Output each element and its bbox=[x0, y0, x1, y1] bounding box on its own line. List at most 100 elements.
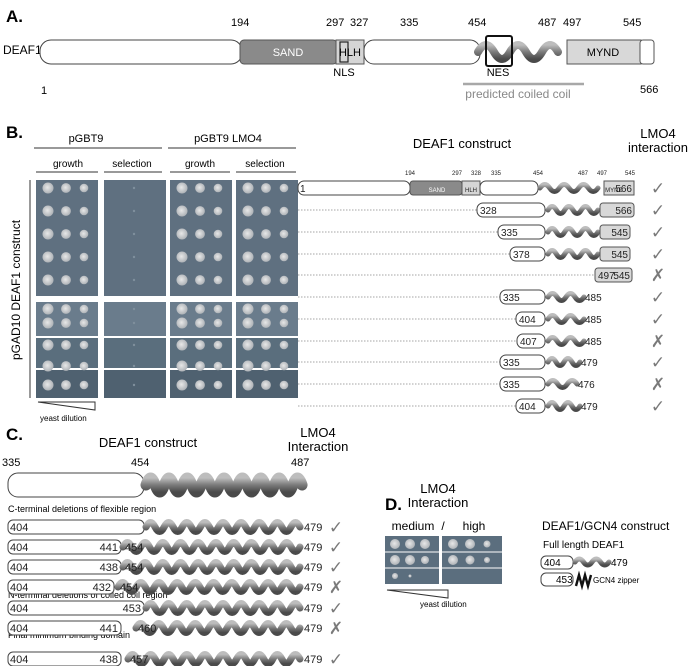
mini-tick: 454 bbox=[533, 171, 544, 177]
c-section-2: N-terminal deletions of coiled coil regi… bbox=[8, 590, 168, 600]
construct-coil bbox=[545, 400, 583, 412]
interaction-title-b-1: LMO4 bbox=[640, 126, 675, 141]
yeast-colony bbox=[279, 380, 289, 390]
level-medium: medium bbox=[392, 519, 435, 533]
mini-tick: 328 bbox=[471, 171, 482, 177]
pos-487: 487 bbox=[538, 17, 556, 29]
pos-327: 327 bbox=[350, 17, 368, 29]
c-start: 404 bbox=[10, 654, 28, 666]
yeast-colony bbox=[176, 317, 188, 329]
d-row2-end: 479 bbox=[611, 558, 628, 569]
sand-label: SAND bbox=[273, 47, 304, 59]
mini-hlh-label: HLH bbox=[465, 188, 477, 194]
construct-flex bbox=[499, 354, 546, 370]
construct-mynd bbox=[599, 246, 631, 262]
yeast-colony bbox=[213, 380, 223, 390]
c-pos-487: 487 bbox=[291, 457, 309, 469]
yeast-colony bbox=[42, 205, 54, 217]
c-terminus bbox=[639, 39, 655, 65]
yeast-colony bbox=[261, 361, 271, 371]
c-start: 404 bbox=[10, 623, 28, 635]
yeast-colony bbox=[213, 252, 223, 262]
yeast-colony bbox=[195, 183, 205, 193]
c-end: 479 bbox=[304, 603, 322, 615]
construct-end: 476 bbox=[578, 380, 595, 391]
construct-start: 404 bbox=[519, 402, 536, 413]
yeast-colony bbox=[79, 229, 89, 239]
c-flex bbox=[7, 620, 122, 636]
plate-block bbox=[104, 302, 166, 336]
yeast-colony bbox=[195, 340, 205, 350]
c-end: 479 bbox=[304, 542, 322, 554]
yeast-colony bbox=[42, 339, 54, 351]
interaction-title-b-2: interaction bbox=[628, 140, 688, 155]
col-selection-1: selection bbox=[112, 159, 151, 170]
yeast-colony bbox=[213, 229, 223, 239]
c-start: 404 bbox=[10, 603, 28, 615]
yeast-colony bbox=[483, 540, 491, 548]
gcn4-label: GCN4 zipper bbox=[593, 576, 640, 585]
yeast-colony bbox=[213, 183, 223, 193]
d-row3-flex bbox=[540, 572, 574, 587]
yeast-colony bbox=[61, 252, 71, 262]
c-interaction-result: ✓ bbox=[329, 518, 343, 537]
construct-start: 1 bbox=[300, 184, 306, 195]
panel-b: B. pGBT9 pGBT9 LMO4 growth selection gro… bbox=[6, 123, 688, 423]
yeast-colony bbox=[279, 183, 289, 193]
yeast-colony bbox=[242, 182, 254, 194]
yeast-colony bbox=[61, 275, 71, 285]
yeast-colony bbox=[213, 304, 223, 314]
construct-end: 485 bbox=[585, 315, 602, 326]
background-speck bbox=[132, 321, 136, 325]
yeast-colony bbox=[61, 340, 71, 350]
construct-end: 479 bbox=[581, 358, 598, 369]
yeast-colony bbox=[261, 275, 271, 285]
yeast-colony bbox=[279, 340, 289, 350]
construct-start: 497 bbox=[598, 271, 615, 282]
yeast-colony bbox=[242, 274, 254, 286]
c-pos-335: 335 bbox=[2, 457, 20, 469]
c-top-coil-path bbox=[140, 472, 308, 498]
yeast-colony bbox=[61, 304, 71, 314]
c-end: 479 bbox=[304, 562, 322, 574]
construct-coil bbox=[545, 291, 587, 303]
c-coil-start: 457 bbox=[130, 654, 148, 666]
c-coil bbox=[124, 651, 304, 666]
yeast-colony bbox=[176, 303, 188, 315]
yeast-colony bbox=[195, 229, 205, 239]
yeast-colony bbox=[261, 318, 271, 328]
c-coil bbox=[119, 539, 304, 555]
construct-start: 335 bbox=[501, 228, 518, 239]
interaction-title-c-1: LMO4 bbox=[300, 425, 335, 440]
yeast-colony bbox=[484, 557, 490, 563]
construct-flex bbox=[509, 246, 546, 262]
interaction-result: ✓ bbox=[651, 245, 665, 264]
c-end: 479 bbox=[304, 582, 322, 594]
interaction-result: ✓ bbox=[651, 201, 665, 220]
yeast-colony bbox=[176, 339, 188, 351]
background-speck bbox=[132, 383, 136, 387]
c-coil bbox=[142, 519, 304, 535]
c-coil-start: 454 bbox=[125, 542, 143, 554]
nls-label: NLS bbox=[333, 67, 354, 79]
yeast-colony bbox=[195, 252, 205, 262]
level-high: high bbox=[463, 519, 486, 533]
background-speck bbox=[132, 232, 136, 236]
yeast-colony bbox=[79, 318, 89, 328]
yeast-colony bbox=[176, 228, 188, 240]
yeast-plates-d bbox=[385, 536, 502, 584]
yeast-colony bbox=[213, 340, 223, 350]
hlh-domain bbox=[335, 39, 365, 65]
construct-coil bbox=[545, 335, 587, 347]
dilution-label-d: yeast dilution bbox=[420, 600, 467, 609]
construct-start: 335 bbox=[503, 293, 520, 304]
interaction-result: ✓ bbox=[651, 223, 665, 242]
coil-label: predicted coiled coil bbox=[465, 87, 570, 101]
gcn4-zipper-icon bbox=[574, 570, 593, 591]
mini-tick: 497 bbox=[597, 171, 608, 177]
mynd-label: MYND bbox=[587, 47, 619, 59]
yeast-colony bbox=[61, 183, 71, 193]
yeast-colony bbox=[279, 361, 289, 371]
